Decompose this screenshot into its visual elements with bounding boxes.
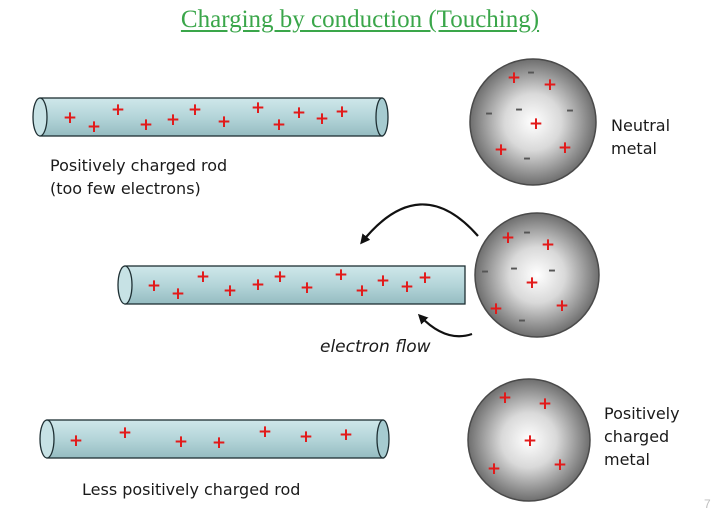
negative-charge-sphere-mid-minus: –: [510, 259, 518, 277]
positive-charge-rod-top: +: [139, 115, 153, 135]
positive-charge-rod-middle: +: [334, 265, 348, 285]
negative-charge-sphere-mid-minus: –: [548, 261, 556, 279]
positive-charge-sphere-bottom-plus: +: [538, 394, 552, 414]
label-rod-bottom: Less positively charged rod: [82, 480, 301, 499]
slide-number: 7: [704, 497, 711, 511]
label-sphere-bottom-line2: charged: [604, 427, 670, 446]
positive-charge-sphere-top-plus: +: [494, 140, 508, 160]
positive-charge-sphere-top-plus: +: [558, 138, 572, 158]
positive-charge-rod-middle: +: [171, 284, 185, 304]
negative-charge-sphere-top-minus: –: [566, 101, 574, 119]
label-sphere-top-line2: metal: [611, 139, 657, 158]
positive-charge-rod-middle: +: [400, 277, 414, 297]
label-sphere-top-line1: Neutral: [611, 116, 671, 135]
positive-charge-rod-top: +: [166, 110, 180, 130]
arrow-electron-flow-upper: [360, 203, 479, 245]
positive-charge-rod-top: +: [251, 98, 265, 118]
rod-touching-sphere: [117, 265, 466, 305]
positive-charge-sphere-top-plus: +: [543, 75, 557, 95]
positive-charge-rod-middle: +: [251, 275, 265, 295]
diagram-title: Charging by conduction (Touching): [180, 6, 540, 33]
positive-charge-rod-top: +: [217, 112, 231, 132]
label-sphere-bottom-line1: Positively: [604, 404, 680, 423]
positive-charge-rod-bottom: +: [212, 433, 226, 453]
label-rod-top: Positively charged rod (too few electron…: [50, 154, 227, 200]
positive-charge-sphere-top-plus: +: [507, 68, 521, 88]
sphere-positively-charged: [467, 378, 591, 502]
positive-charge-rod-bottom: +: [339, 425, 353, 445]
rod-less-positively-charged: [39, 419, 390, 459]
positive-charge-sphere-bottom-plus: +: [553, 455, 567, 475]
positive-charge-rod-middle: +: [196, 267, 210, 287]
positive-charge-rod-top: +: [272, 115, 286, 135]
positive-charge-rod-top: +: [87, 117, 101, 137]
positive-charge-rod-top: +: [315, 109, 329, 129]
positive-charge-rod-top: +: [335, 102, 349, 122]
positive-charge-rod-middle: +: [418, 268, 432, 288]
positive-charge-sphere-top-plus: +: [529, 114, 543, 134]
positive-charge-sphere-mid-plus: +: [489, 299, 503, 319]
positive-charge-rod-middle: +: [300, 278, 314, 298]
negative-charge-sphere-top-minus: –: [523, 149, 531, 167]
positive-charge-rod-middle: +: [355, 281, 369, 301]
negative-charge-sphere-mid-minus: –: [523, 223, 531, 241]
positive-charge-rod-bottom: +: [258, 422, 272, 442]
positive-charge-rod-middle: +: [223, 281, 237, 301]
label-sphere-top: Neutral metal: [611, 114, 670, 160]
label-rod-top-line2: (too few electrons): [50, 179, 201, 198]
label-sphere-bottom: Positively charged metal: [604, 402, 680, 471]
positive-charge-rod-top: +: [111, 100, 125, 120]
negative-charge-sphere-mid-minus: –: [481, 262, 489, 280]
positive-charge-sphere-mid-plus: +: [525, 273, 539, 293]
positive-charge-rod-middle: +: [376, 271, 390, 291]
positive-charge-sphere-bottom-plus: +: [498, 388, 512, 408]
positive-charge-rod-middle: +: [273, 267, 287, 287]
label-rod-top-line1: Positively charged rod: [50, 156, 228, 175]
positive-charge-rod-bottom: +: [69, 431, 83, 451]
positive-charge-sphere-bottom-plus: +: [487, 459, 501, 479]
positive-charge-sphere-mid-plus: +: [541, 235, 555, 255]
charge-symbols: ++++++++++++++++++++++++++++++++++++––––…: [63, 63, 574, 480]
positive-charge-rod-middle: +: [147, 276, 161, 296]
arrow-electron-flow-lower: [417, 313, 473, 338]
positive-charge-rod-top: +: [188, 100, 202, 120]
negative-charge-sphere-top-minus: –: [485, 104, 493, 122]
negative-charge-sphere-top-minus: –: [515, 100, 523, 118]
positive-charge-rod-top: +: [63, 108, 77, 128]
positive-charge-rod-top: +: [292, 103, 306, 123]
negative-charge-sphere-top-minus: –: [527, 63, 535, 81]
sphere-touching-rod: [474, 212, 600, 338]
positive-charge-rod-bottom: +: [299, 427, 313, 447]
negative-charge-sphere-mid-minus: –: [518, 311, 526, 329]
sphere-neutral-metal: [469, 58, 597, 186]
label-sphere-bottom-line3: metal: [604, 450, 650, 469]
positive-charge-sphere-mid-plus: +: [555, 296, 569, 316]
positive-charge-sphere-mid-plus: +: [501, 228, 515, 248]
rod-positively-charged: [32, 97, 389, 137]
label-electron-flow: electron flow: [320, 337, 431, 357]
positive-charge-sphere-bottom-plus: +: [523, 431, 537, 451]
positive-charge-rod-bottom: +: [118, 423, 132, 443]
positive-charge-rod-bottom: +: [174, 432, 188, 452]
